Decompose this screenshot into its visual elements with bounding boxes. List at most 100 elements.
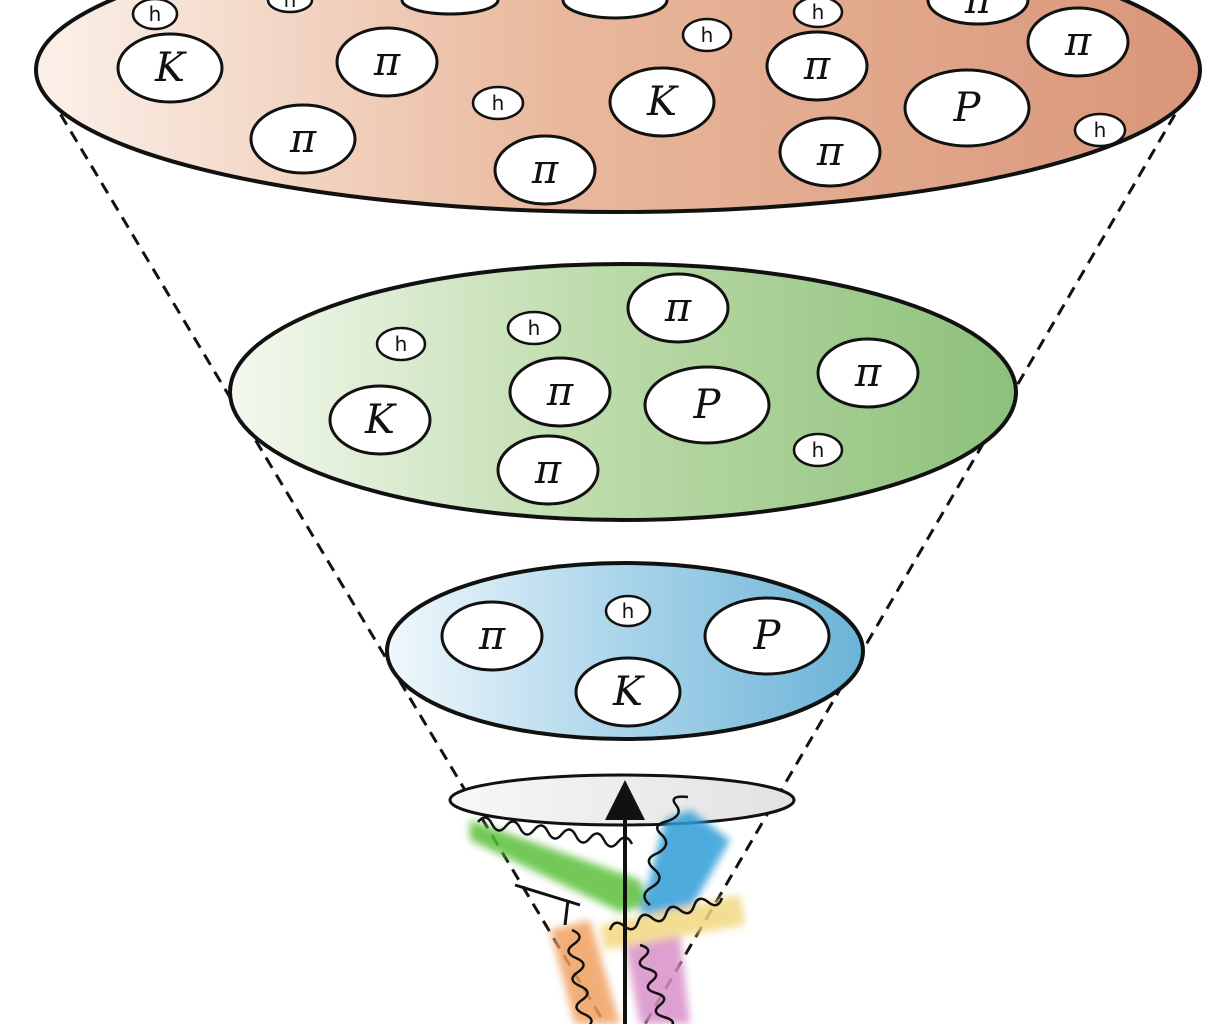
cone-right-edge bbox=[643, 79, 1197, 1025]
hadron-label: h bbox=[284, 0, 297, 12]
pion-label: π bbox=[373, 39, 401, 85]
pion-label: π bbox=[478, 613, 506, 659]
particle-bubble bbox=[561, 0, 669, 20]
pion-particle: π bbox=[496, 434, 600, 506]
hadron-particle: h bbox=[604, 594, 652, 628]
hadron-bubble bbox=[1073, 112, 1127, 148]
pion-bubble bbox=[496, 434, 600, 506]
blue-glow bbox=[640, 810, 730, 925]
pion-particle: π bbox=[926, 0, 1030, 26]
proton-bubble bbox=[703, 596, 831, 676]
pion-particle: π bbox=[440, 600, 544, 672]
pion-particle: π bbox=[1026, 6, 1130, 78]
pion-label: π bbox=[803, 43, 831, 89]
cone-left-edge bbox=[38, 79, 607, 1025]
orange-glow bbox=[550, 920, 620, 1024]
hadron-particle: h bbox=[792, 432, 844, 468]
kaon-particle: K bbox=[608, 66, 716, 138]
hadron-bubble bbox=[792, 432, 844, 468]
gluon-glows bbox=[470, 810, 745, 1024]
split-marker-b bbox=[563, 899, 570, 926]
pion-particle: π bbox=[778, 116, 882, 188]
lower-hadron-layer: h π P K bbox=[385, 561, 865, 741]
pion-bubble bbox=[778, 116, 882, 188]
kaon-label: K bbox=[364, 397, 397, 443]
parton-shower-ellipse bbox=[448, 773, 796, 827]
pion-bubble bbox=[1026, 6, 1130, 78]
hadron-label: h bbox=[701, 23, 714, 47]
pion-bubble bbox=[816, 337, 920, 409]
proton-label: P bbox=[953, 85, 982, 131]
hadron-particle: h bbox=[266, 0, 314, 14]
hadron-bubble bbox=[266, 0, 314, 14]
kaon-bubble bbox=[574, 656, 682, 728]
pion-bubble bbox=[249, 103, 357, 175]
pion-particle: π bbox=[626, 272, 730, 344]
pion-bubble bbox=[926, 0, 1030, 26]
yellow-gluon bbox=[608, 897, 724, 931]
kaon-particle: K bbox=[116, 32, 224, 104]
cone-outline bbox=[38, 79, 1197, 1025]
hadron-bubble bbox=[506, 310, 562, 346]
blue-gluon bbox=[643, 795, 689, 906]
hadron-bubble bbox=[604, 594, 652, 628]
pink-gluon bbox=[638, 943, 675, 1028]
pion-label: π bbox=[1064, 19, 1092, 65]
particle-particle bbox=[400, 0, 500, 16]
yellow-glow bbox=[600, 895, 745, 950]
pion-particle: π bbox=[508, 356, 612, 428]
green-glow bbox=[470, 820, 650, 912]
hadron-label: h bbox=[1094, 118, 1107, 142]
hadron-label: h bbox=[812, 0, 825, 24]
proton-particle: P bbox=[903, 68, 1031, 148]
particle-bubble bbox=[400, 0, 500, 16]
pion-bubble bbox=[440, 600, 544, 672]
kaon-particle: K bbox=[574, 656, 682, 728]
kaon-label: K bbox=[612, 669, 645, 715]
kaon-label: K bbox=[154, 45, 187, 91]
pion-bubble bbox=[493, 134, 597, 206]
particle-particle bbox=[561, 0, 669, 20]
pion-label: π bbox=[534, 447, 562, 493]
proton-bubble bbox=[643, 365, 771, 445]
hadron-particle: h bbox=[375, 326, 427, 362]
kaon-label: K bbox=[646, 79, 679, 125]
proton-label: P bbox=[753, 613, 782, 659]
hadron-label: h bbox=[395, 332, 408, 356]
pion-particle: π bbox=[249, 103, 357, 175]
kaon-bubble bbox=[608, 66, 716, 138]
pion-particle: π bbox=[335, 26, 439, 98]
hadron-label: h bbox=[622, 599, 635, 623]
hadron-particle: h bbox=[792, 0, 844, 29]
hadron-particle: h bbox=[506, 310, 562, 346]
hadron-bubble bbox=[681, 17, 733, 53]
hadron-bubble bbox=[131, 0, 179, 31]
pion-particle: π bbox=[816, 337, 920, 409]
pion-label: π bbox=[546, 369, 574, 415]
proton-label: P bbox=[693, 382, 722, 428]
pion-label: π bbox=[964, 0, 992, 23]
pion-label: π bbox=[816, 129, 844, 175]
pion-particle: π bbox=[765, 30, 869, 102]
pion-label: π bbox=[289, 116, 317, 162]
kaon-bubble bbox=[116, 32, 224, 104]
hadron-particle: h bbox=[131, 0, 179, 31]
pion-bubble bbox=[765, 30, 869, 102]
pion-label: π bbox=[854, 350, 882, 396]
hadron-label: h bbox=[149, 2, 162, 26]
proton-particle: P bbox=[643, 365, 771, 445]
pion-label: π bbox=[664, 285, 692, 331]
gluon-spring-icon bbox=[477, 795, 724, 1029]
pion-bubble bbox=[626, 272, 730, 344]
pion-particle: π bbox=[493, 134, 597, 206]
hadron-bubble bbox=[471, 85, 525, 121]
hadron-bubble bbox=[375, 326, 427, 362]
pion-bubble bbox=[508, 356, 612, 428]
pion-bubble bbox=[335, 26, 439, 98]
proton-particle: P bbox=[703, 596, 831, 676]
hadron-bubble bbox=[792, 0, 844, 29]
